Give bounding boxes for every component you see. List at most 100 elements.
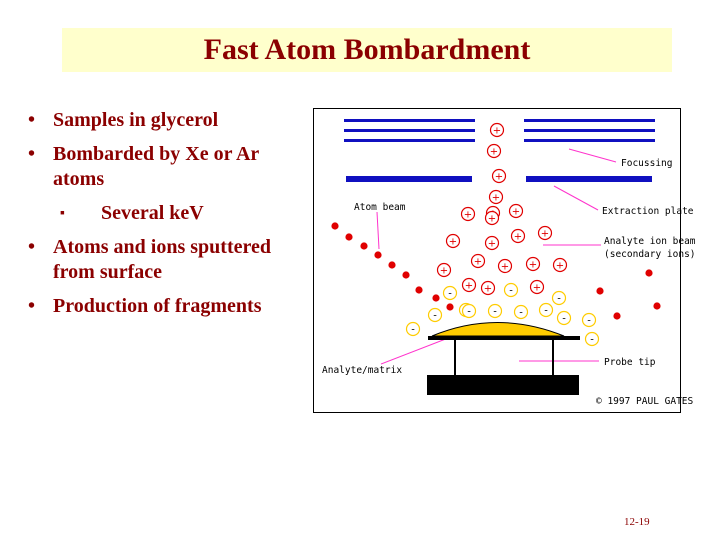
atom-dot	[415, 286, 423, 294]
plus-ion-circle	[552, 257, 568, 273]
minus-ion-circle	[503, 282, 519, 298]
plus-ion: +	[491, 168, 507, 184]
plus-ion: +	[525, 256, 541, 272]
plus-ion-circle	[525, 256, 541, 272]
minus-ion: -	[503, 282, 519, 298]
plus-ion-sign: +	[495, 172, 503, 183]
focussing-plate-right	[524, 119, 655, 122]
plus-ion: +	[460, 206, 476, 222]
atom-dot	[613, 312, 621, 320]
bullet-dot-icon: •	[28, 143, 36, 165]
plus-ion: +	[480, 280, 496, 296]
atom-dot	[402, 271, 410, 279]
minus-ion: -	[405, 321, 421, 337]
plus-ion-sign: +	[464, 210, 472, 221]
minus-ion-circle	[556, 310, 572, 326]
plus-ion-sign: +	[501, 262, 509, 273]
plus-ion-sign: +	[541, 229, 549, 240]
plus-ion-sign: +	[440, 266, 448, 277]
atom-dot	[360, 242, 368, 250]
fab-diagram: Focussing Extraction plate Atom beam Ana…	[313, 108, 696, 413]
label-analyte-ion-beam: Analyte ion beam	[604, 236, 696, 247]
minus-ion-sign: -	[467, 307, 471, 318]
minus-ion-sign: -	[557, 294, 561, 305]
plus-ion: +	[497, 258, 513, 274]
plus-ion-sign: +	[490, 147, 498, 158]
plus-ion: +	[510, 228, 526, 244]
atom-dot	[432, 294, 440, 302]
plus-ion: +	[552, 257, 568, 273]
plus-ion-circle	[497, 258, 513, 274]
plus-ion-circle	[529, 279, 545, 295]
plus-ion: +	[470, 253, 486, 269]
plus-ion-sign: +	[484, 284, 492, 295]
plus-ion-circle	[508, 203, 524, 219]
focussing-plate-left	[344, 139, 475, 142]
square-bullet-icon: ▪	[60, 206, 65, 221]
atom-dot	[331, 222, 339, 230]
atom-dot	[388, 261, 396, 269]
probe-base	[427, 375, 579, 395]
minus-ion-sign: -	[587, 316, 591, 327]
plus-ion-circle	[461, 277, 477, 293]
minus-ion-circle	[551, 290, 567, 306]
plus-ion: +	[489, 122, 505, 138]
plus-ion-circle	[436, 262, 452, 278]
minus-ion-circle	[461, 303, 477, 319]
minus-ion-circle	[538, 302, 554, 318]
plus-ion-sign: +	[465, 281, 473, 292]
minus-ion-sign: -	[562, 314, 566, 325]
atom-dot	[446, 303, 454, 311]
focussing-leader-line	[568, 148, 617, 163]
minus-ion: -	[551, 290, 567, 306]
plus-ion-circle	[491, 168, 507, 184]
minus-ion: -	[538, 302, 554, 318]
plus-ion-sign: +	[514, 232, 522, 243]
minus-ion-sign: -	[493, 307, 497, 318]
bullet-text: Atoms and ions sputtered from surface	[53, 236, 271, 283]
bullet-dot-icon: •	[28, 236, 36, 258]
plus-ion-circle	[488, 189, 504, 205]
minus-ion-sign: -	[544, 306, 548, 317]
atom-beam-leader-line	[376, 211, 380, 250]
plus-ion-sign: +	[533, 283, 541, 294]
minus-ion: -	[461, 303, 477, 319]
plus-ion: +	[486, 143, 502, 159]
extraction-plate-right	[526, 176, 652, 182]
probe-leg-right	[552, 340, 554, 376]
plus-ion-sign: +	[529, 260, 537, 271]
bullet-dot-icon: •	[28, 295, 36, 317]
bullet-dot-icon: •	[28, 109, 36, 131]
atom-dot	[374, 251, 382, 259]
analyte-matrix-drop	[431, 322, 565, 337]
focussing-plate-right	[524, 129, 655, 132]
plus-ion-circle	[484, 235, 500, 251]
label-atom-beam: Atom beam	[354, 202, 406, 213]
minus-ion-sign: -	[509, 286, 513, 297]
page-number: 12-19	[624, 516, 650, 528]
plus-ion-circle	[460, 206, 476, 222]
plus-ion-sign: +	[512, 207, 520, 218]
minus-ion-circle	[442, 285, 458, 301]
plus-ion: +	[461, 277, 477, 293]
label-copyright: © 1997 PAUL GATES	[596, 396, 694, 407]
plus-ion-circle	[486, 143, 502, 159]
plus-ion-sign: +	[493, 126, 501, 137]
minus-ion-sign: -	[519, 308, 523, 319]
plus-ion-circle	[489, 122, 505, 138]
plus-ion-circle	[445, 233, 461, 249]
plus-ion: +	[537, 225, 553, 241]
plus-ion: +	[529, 279, 545, 295]
plus-ion: +	[484, 235, 500, 251]
title-bar	[62, 28, 672, 72]
bullet-text: Samples in glycerol	[53, 109, 219, 131]
plus-ion-circle	[537, 225, 553, 241]
minus-ion-circle	[581, 312, 597, 328]
probe-leg-left	[454, 340, 456, 376]
minus-ion-circle	[427, 307, 443, 323]
plus-ion: +	[508, 203, 524, 219]
minus-ion-circle	[584, 331, 600, 347]
minus-ion: -	[513, 304, 529, 320]
minus-ion: -	[442, 285, 458, 301]
bullet-item: • Samples in glycerol	[28, 108, 313, 133]
